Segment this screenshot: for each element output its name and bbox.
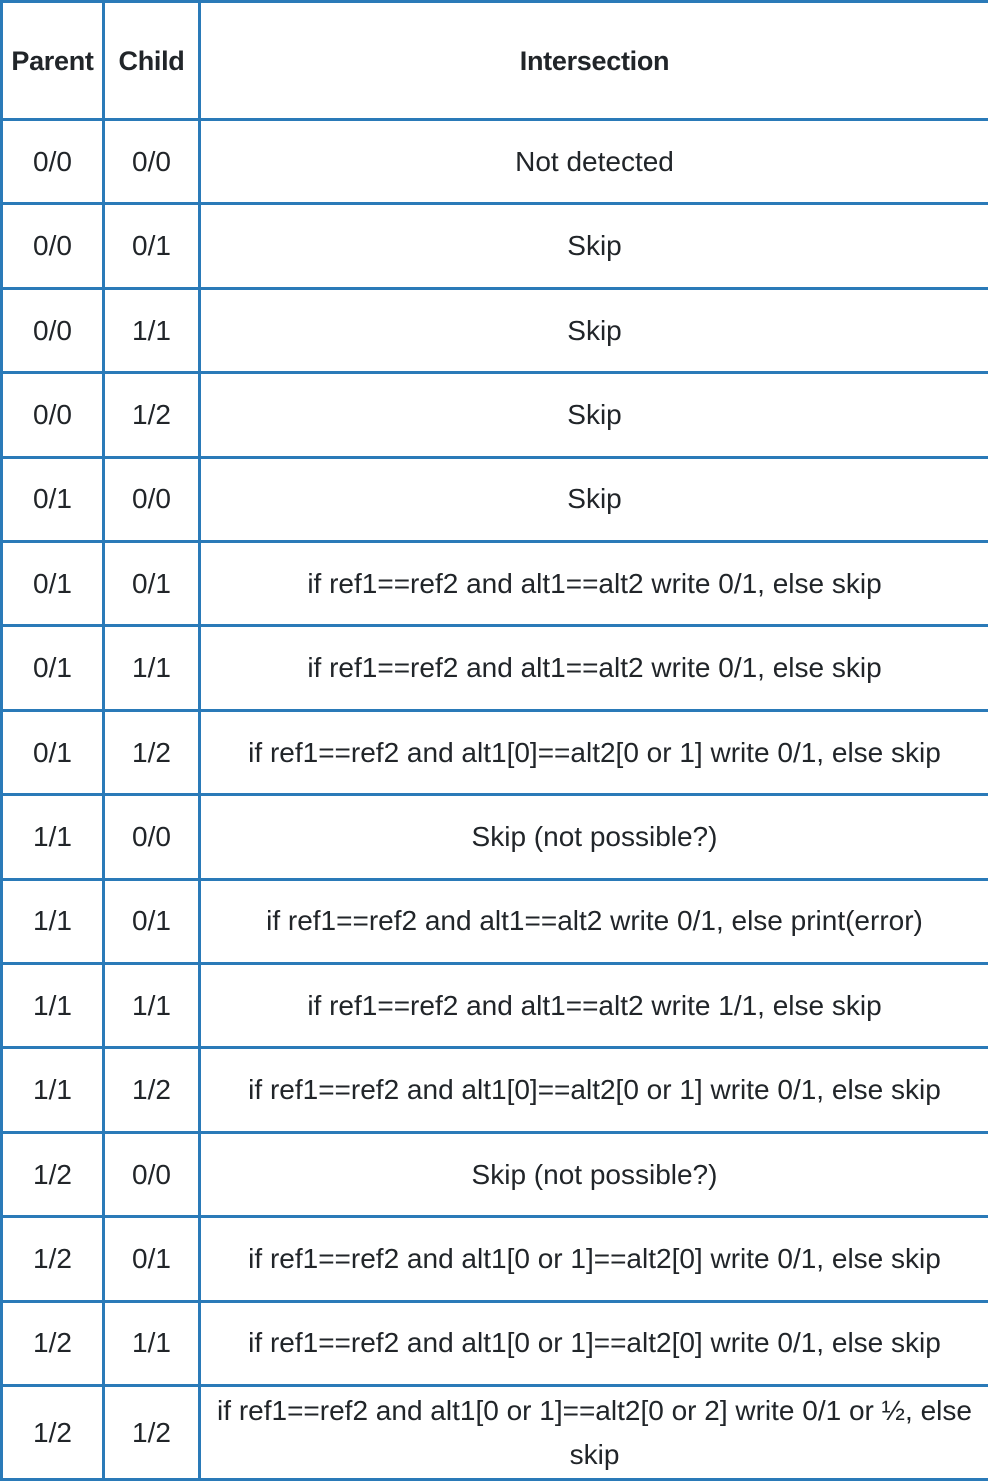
cell-child: 1/1 — [102, 624, 201, 712]
cell-intersection: Skip — [198, 455, 988, 544]
cell-child: 0/0 — [102, 117, 201, 206]
cell-parent: 1/2 — [0, 1130, 105, 1219]
cell-child: 1/2 — [102, 1384, 201, 1481]
table-row: 0/1 1/2 if ref1==ref2 and alt1[0]==alt2[… — [0, 708, 988, 797]
cell-parent: 0/1 — [0, 624, 105, 712]
cell-parent: 1/1 — [0, 877, 105, 966]
table-row: 1/1 0/0 Skip (not possible?) — [0, 793, 988, 881]
cell-child: 0/0 — [102, 455, 201, 544]
cell-intersection: Skip — [198, 286, 988, 375]
table-row: 1/2 1/2 if ref1==ref2 and alt1[0 or 1]==… — [0, 1384, 988, 1481]
cell-parent: 1/1 — [0, 793, 105, 881]
cell-child: 0/1 — [102, 877, 201, 966]
header-row: Parent Child Intersection — [0, 0, 988, 121]
cell-child: 0/1 — [102, 1215, 201, 1303]
cell-parent: 0/0 — [0, 202, 105, 290]
cell-parent: 1/2 — [0, 1384, 105, 1481]
cell-intersection: if ref1==ref2 and alt1[0 or 1]==alt2[0] … — [198, 1215, 988, 1303]
cell-intersection: Not detected — [198, 117, 988, 206]
cell-parent: 1/2 — [0, 1299, 105, 1388]
table-row: 0/0 0/0 Not detected — [0, 117, 988, 206]
cell-parent: 0/0 — [0, 286, 105, 375]
table-row: 0/0 1/1 Skip — [0, 286, 988, 375]
cell-intersection: Skip — [198, 371, 988, 459]
header-intersection: Intersection — [198, 0, 988, 121]
cell-parent: 0/0 — [0, 117, 105, 206]
cell-intersection: if ref1==ref2 and alt1[0 or 1]==alt2[0] … — [198, 1299, 988, 1388]
cell-child: 1/1 — [102, 1299, 201, 1388]
cell-intersection: Skip (not possible?) — [198, 793, 988, 881]
cell-child: 1/2 — [102, 1046, 201, 1134]
cell-parent: 0/1 — [0, 540, 105, 628]
cell-parent: 1/1 — [0, 1046, 105, 1134]
cell-parent: 1/1 — [0, 962, 105, 1050]
cell-parent: 0/1 — [0, 708, 105, 797]
header-child: Child — [102, 0, 201, 121]
cell-intersection: if ref1==ref2 and alt1==alt2 write 1/1, … — [198, 962, 988, 1050]
table-row: 0/0 0/1 Skip — [0, 202, 988, 290]
table-row: 0/1 0/1 if ref1==ref2 and alt1==alt2 wri… — [0, 540, 988, 628]
cell-child: 1/1 — [102, 286, 201, 375]
cell-intersection: if ref1==ref2 and alt1[0 or 1]==alt2[0 o… — [198, 1384, 988, 1481]
cell-intersection: if ref1==ref2 and alt1[0]==alt2[0 or 1] … — [198, 1046, 988, 1134]
cell-intersection: Skip — [198, 202, 988, 290]
cell-child: 1/2 — [102, 371, 201, 459]
cell-intersection: if ref1==ref2 and alt1==alt2 write 0/1, … — [198, 877, 988, 966]
table-row: 1/2 0/1 if ref1==ref2 and alt1[0 or 1]==… — [0, 1215, 988, 1303]
cell-child: 1/1 — [102, 962, 201, 1050]
cell-child: 0/0 — [102, 793, 201, 881]
table-row: 1/1 0/1 if ref1==ref2 and alt1==alt2 wri… — [0, 877, 988, 966]
table-row: 1/2 1/1 if ref1==ref2 and alt1[0 or 1]==… — [0, 1299, 988, 1388]
header-parent: Parent — [0, 0, 105, 121]
table-row: 1/2 0/0 Skip (not possible?) — [0, 1130, 988, 1219]
cell-intersection: if ref1==ref2 and alt1==alt2 write 0/1, … — [198, 624, 988, 712]
table-row: 0/1 0/0 Skip — [0, 455, 988, 544]
cell-intersection: if ref1==ref2 and alt1==alt2 write 0/1, … — [198, 540, 988, 628]
cell-child: 0/0 — [102, 1130, 201, 1219]
table-row: 1/1 1/2 if ref1==ref2 and alt1[0]==alt2[… — [0, 1046, 988, 1134]
cell-intersection: Skip (not possible?) — [198, 1130, 988, 1219]
cell-child: 0/1 — [102, 540, 201, 628]
table-body: 0/0 0/0 Not detected 0/0 0/1 Skip 0/0 1/… — [0, 117, 988, 1481]
table-row: 1/1 1/1 if ref1==ref2 and alt1==alt2 wri… — [0, 962, 988, 1050]
table-row: 0/0 1/2 Skip — [0, 371, 988, 459]
cell-intersection: if ref1==ref2 and alt1[0]==alt2[0 or 1] … — [198, 708, 988, 797]
cell-child: 0/1 — [102, 202, 201, 290]
cell-parent: 0/0 — [0, 371, 105, 459]
table-header: Parent Child Intersection — [0, 0, 988, 121]
cell-child: 1/2 — [102, 708, 201, 797]
cell-parent: 0/1 — [0, 455, 105, 544]
table-row: 0/1 1/1 if ref1==ref2 and alt1==alt2 wri… — [0, 624, 988, 712]
cell-parent: 1/2 — [0, 1215, 105, 1303]
